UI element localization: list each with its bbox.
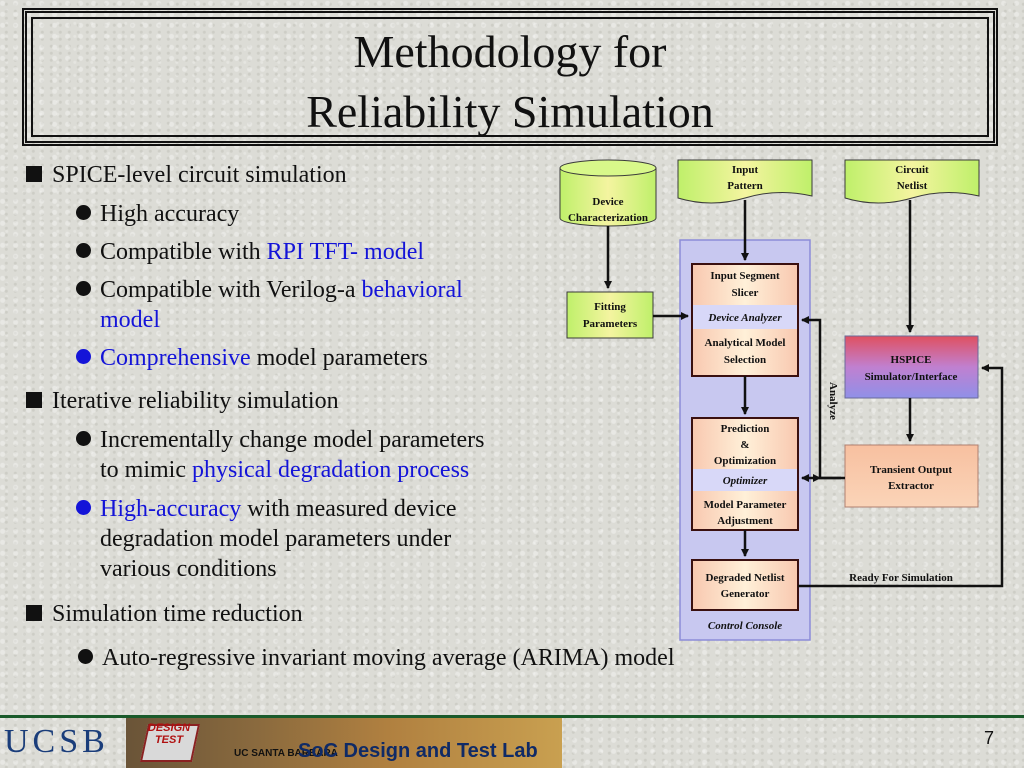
round-bullet-icon (76, 500, 91, 515)
round-bullet-icon (76, 349, 91, 364)
model-selection-label-2: Selection (724, 354, 766, 366)
hspice-node (844, 335, 979, 399)
bullet-spice: SPICE-level circuit simulation (26, 162, 347, 189)
round-bullet-icon (76, 281, 91, 296)
control-console-label: Control Console (708, 620, 782, 632)
transient-extractor-node (844, 444, 979, 508)
lab-subtitle: UC SANTA BARBARA (234, 748, 338, 759)
slide-title-line-1: Methodology for (353, 26, 667, 77)
bullet-text: SPICE-level circuit simulation (52, 162, 347, 188)
fitting-parameters-node (566, 291, 654, 339)
param-adjust-label-2: Adjustment (717, 515, 773, 527)
optimizer-label: Optimizer (723, 475, 768, 487)
input-pattern-label-1: Input (732, 164, 759, 176)
prediction-label-1: Prediction (721, 423, 770, 435)
round-bullet-icon (76, 243, 91, 258)
circuit-netlist-label-2: Netlist (897, 180, 928, 192)
bullet-iterative: Iterative reliability simulation (26, 388, 339, 415)
round-bullet-icon (76, 431, 91, 446)
circuit-netlist-node (844, 159, 980, 204)
degraded-netlist-node (691, 559, 799, 611)
bullet-text: Simulation time reduction (52, 601, 303, 627)
circuit-netlist-label-1: Circuit (895, 164, 929, 176)
hspice-label-2: Simulator/Interface (865, 371, 958, 383)
lab-name: SoC Design and Test Lab (298, 740, 538, 762)
device-characterization-node (559, 159, 657, 227)
fitting-label-2: Parameters (583, 318, 638, 330)
transient-label-1: Transient Output (870, 464, 952, 476)
param-adjust-label-1: Model Parameter (704, 499, 787, 511)
device-char-label-2: Characterization (568, 212, 648, 224)
degraded-label-1: Degraded Netlist (705, 572, 784, 584)
hspice-label-1: HSPICE (891, 354, 932, 366)
optimizer-block (691, 417, 799, 531)
analyze-label: Analyze (827, 382, 839, 420)
sub-bullet-rpi-model: Compatible with RPI TFT- model (76, 237, 424, 267)
input-pattern-label-2: Pattern (727, 180, 762, 192)
device-char-label-1: Device (592, 196, 623, 208)
analyzer-block (691, 263, 799, 377)
bullet-text: High accuracy (100, 201, 240, 227)
sub-bullet-arima: Auto-regressive invariant moving average… (78, 643, 675, 673)
round-bullet-icon (76, 205, 91, 220)
degraded-label-2: Generator (721, 588, 770, 600)
ucsb-logo: UCSB (4, 723, 109, 760)
title-frame: Methodology for Reliability Simulation (22, 8, 998, 146)
round-bullet-icon (78, 649, 93, 664)
model-selection-label-1: Analytical Model (705, 337, 786, 349)
slide-title-line-2: Reliability Simulation (306, 86, 714, 137)
square-bullet-icon (26, 605, 42, 621)
input-pattern-node (677, 159, 813, 204)
bullet-time-reduction: Simulation time reduction (26, 601, 303, 628)
ready-label: Ready For Simulation (849, 572, 953, 584)
square-bullet-icon (26, 392, 42, 408)
bullet-text: Auto-regressive invariant moving average… (102, 645, 675, 671)
square-bullet-icon (26, 166, 42, 182)
sub-bullet-comprehensive: Comprehensive model parameters (76, 343, 428, 373)
bullet-text: Iterative reliability simulation (52, 388, 339, 414)
prediction-label-2: & (740, 439, 749, 451)
bullet-text: Comprehensive model parameters (100, 345, 428, 371)
slicer-label-1: Input Segment (710, 270, 780, 282)
prediction-label-3: Optimization (714, 455, 776, 467)
page-number: 7 (984, 728, 995, 748)
device-analyzer-label: Device Analyzer (707, 312, 782, 324)
fitting-label-1: Fitting (594, 301, 626, 313)
sub-bullet-high-accuracy: High accuracy (76, 199, 239, 229)
arrow-degraded-to-hspice (798, 364, 1004, 588)
footer-divider (0, 715, 1024, 718)
transient-label-2: Extractor (888, 480, 934, 492)
bullet-text: Compatible with RPI TFT- model (100, 239, 425, 265)
slicer-label-2: Slicer (732, 287, 759, 299)
